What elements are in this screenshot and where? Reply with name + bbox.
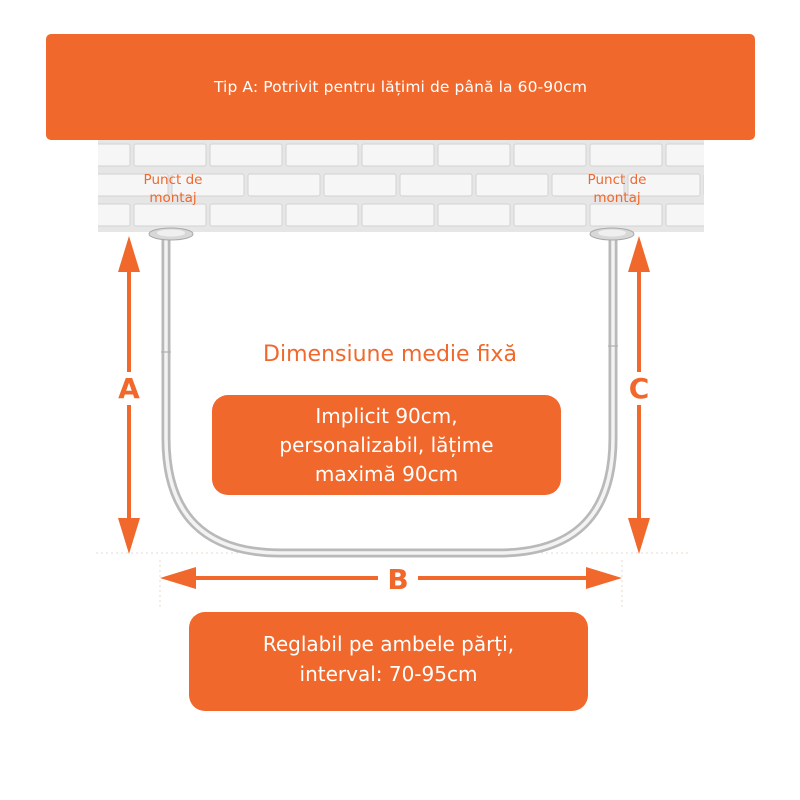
default-size-box: Implicit 90cm, personalizabil, lățime ma… (212, 395, 561, 495)
dimension-label-b: B (378, 563, 418, 596)
banner-title: Tip A: Potrivit pentru lățimi de până la… (213, 78, 588, 96)
fixed-middle-size-title: Dimensiune medie fixă (263, 342, 517, 367)
dimension-label-a: A (109, 372, 149, 405)
adjustable-range-line-1: Reglabil pe ambele părți, (262, 632, 515, 656)
adjustable-range-box: Reglabil pe ambele părți, interval: 70-9… (189, 612, 588, 711)
mount-point-right-label: Punct de montaj (587, 172, 647, 206)
default-size-line-1: Implicit 90cm, (315, 404, 458, 428)
mount-flange-right (589, 227, 635, 241)
brick-wall (98, 140, 704, 232)
top-banner: Tip A: Potrivit pentru lățimi de până la… (46, 34, 755, 140)
mount-point-left-label: Punct de montaj (143, 172, 203, 206)
default-size-line-3: maximă 90cm (314, 462, 459, 486)
mount-flange-left (148, 227, 194, 241)
default-size-line-2: personalizabil, lățime (279, 433, 494, 457)
dimension-label-c: C (619, 372, 659, 405)
curtain-rod (161, 231, 618, 558)
adjustable-range-line-2: interval: 70-95cm (299, 662, 478, 686)
